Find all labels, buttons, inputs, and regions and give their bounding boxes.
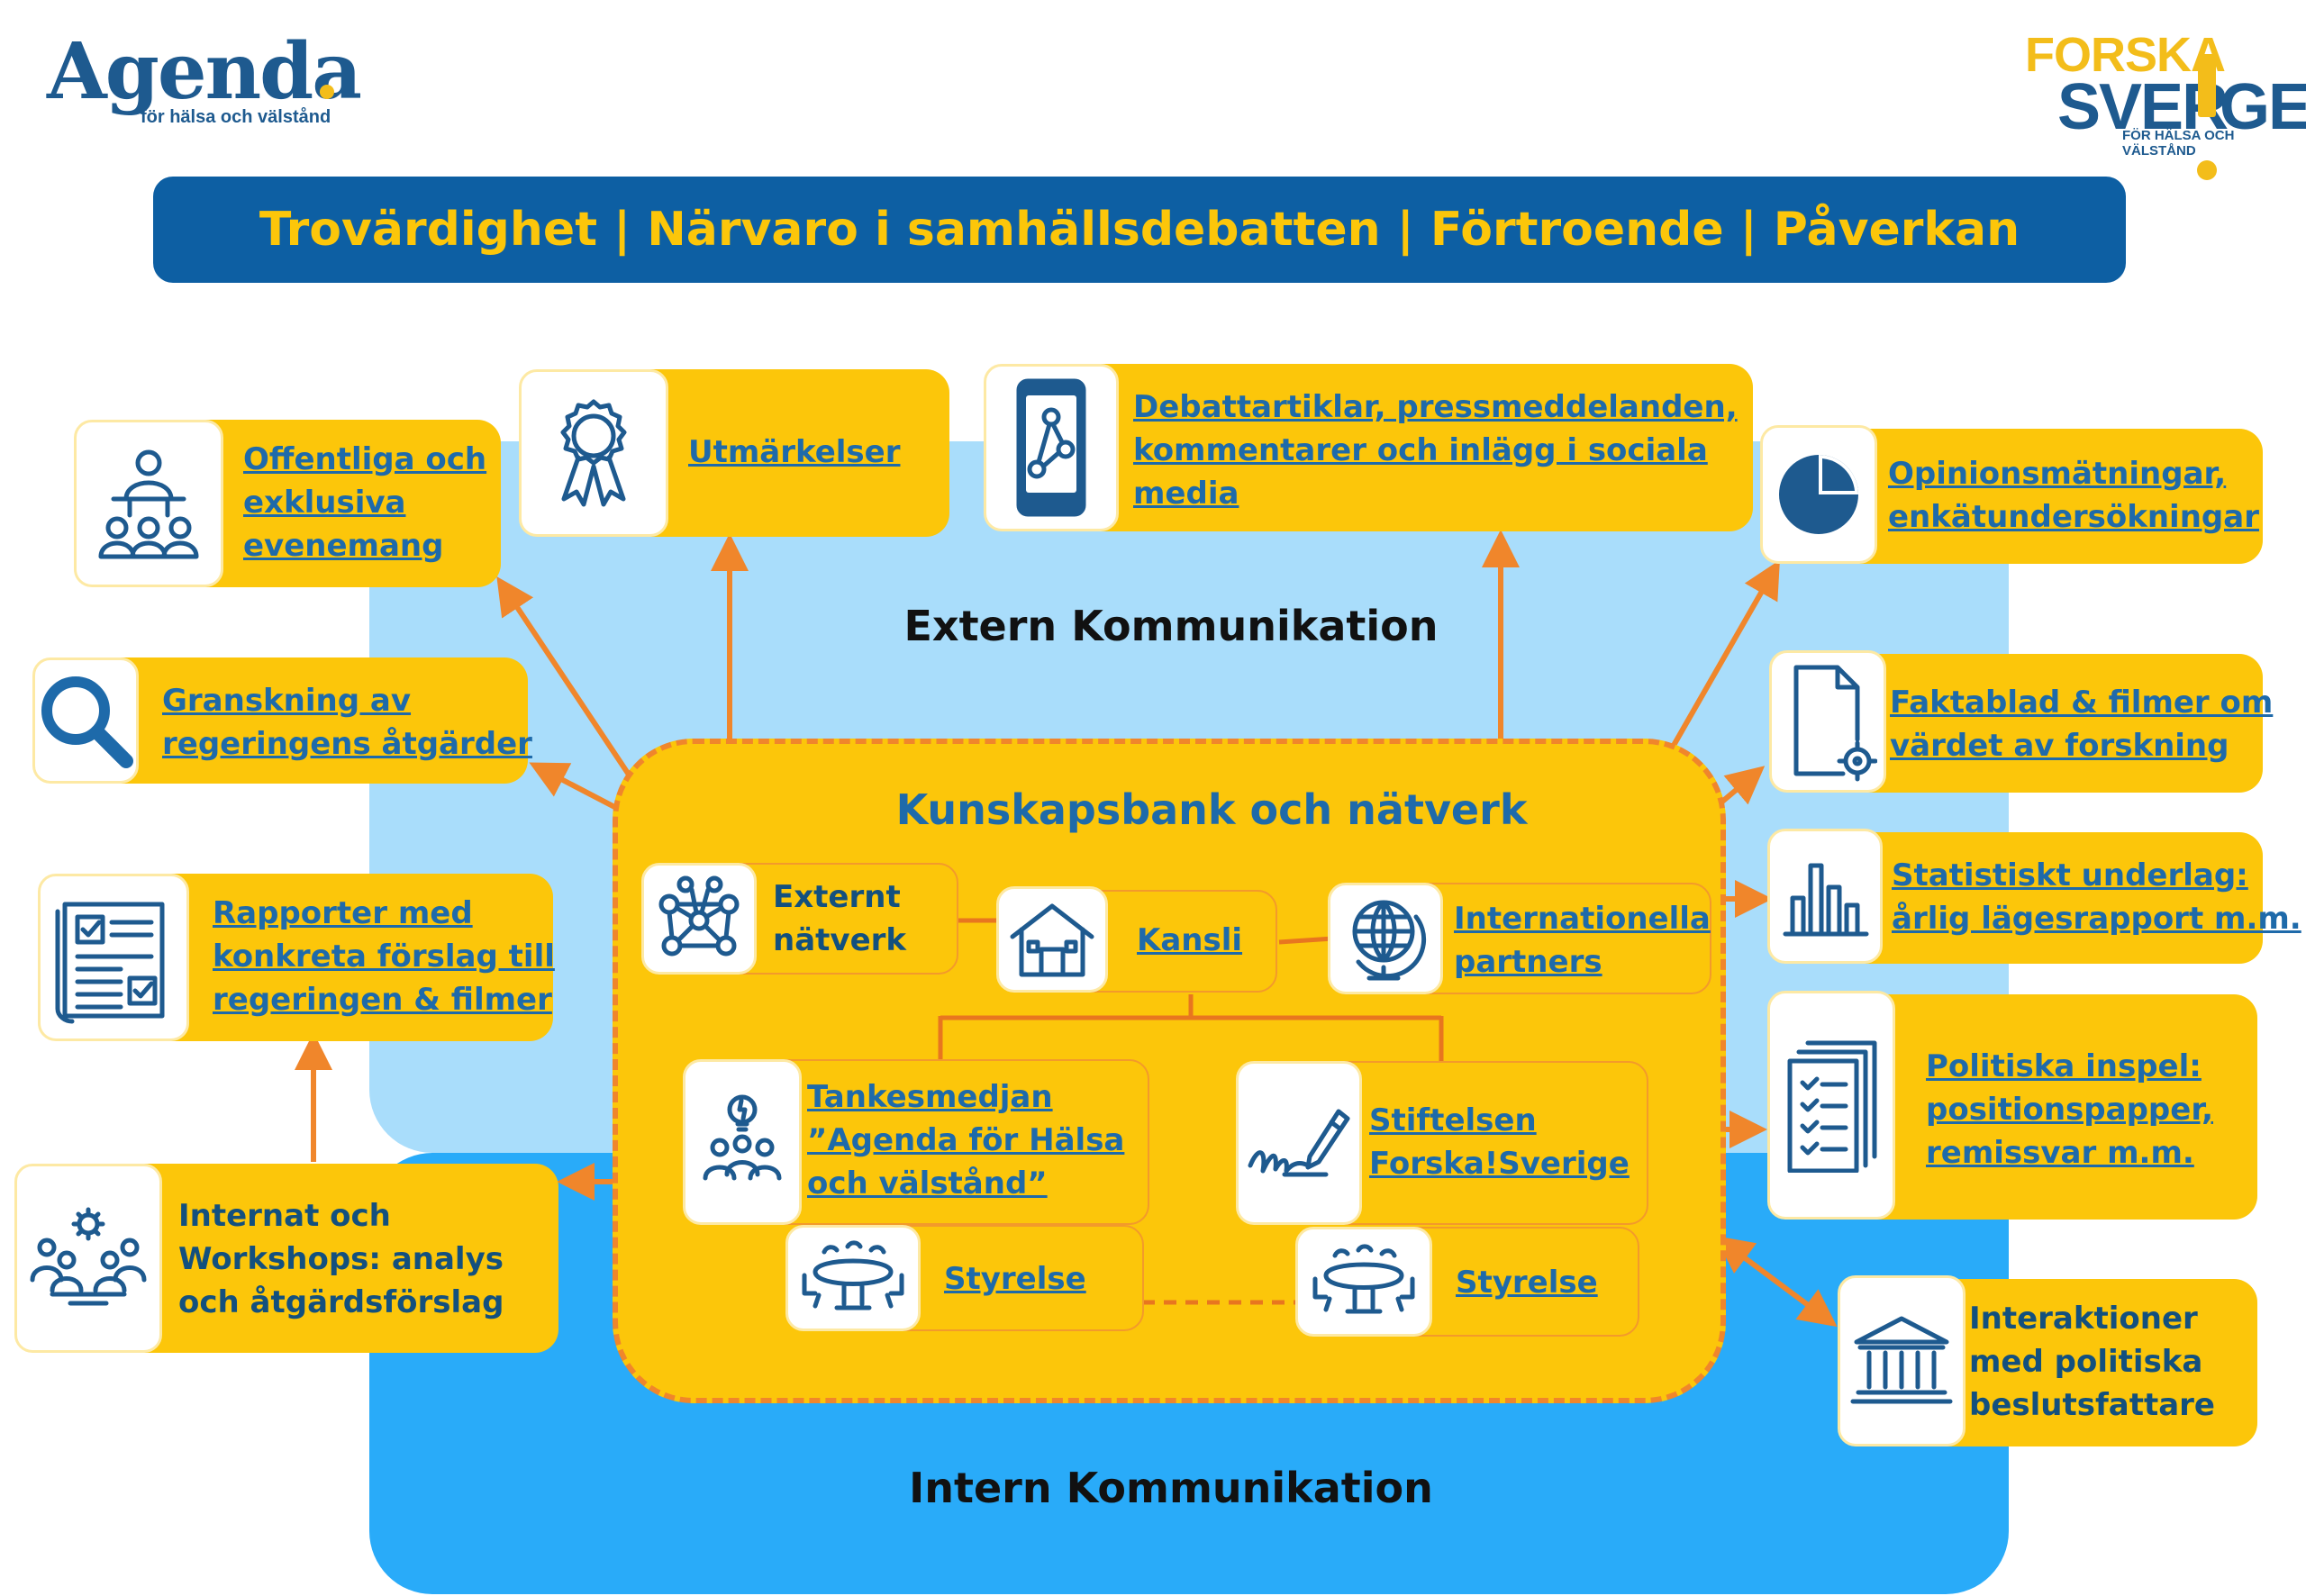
institution-icon <box>1850 1316 1953 1404</box>
extern-zone-label: Extern Kommunikation <box>903 602 1439 650</box>
pie-chart-icon <box>1779 455 1858 534</box>
node-stiftelsen-label[interactable]: Stiftelsen Forska!Sverige <box>1369 1102 1630 1182</box>
output-statistik-icon-box <box>1767 829 1883 964</box>
output-politiska-icon-box <box>1767 991 1895 1220</box>
output-utmarkelser-label[interactable]: Utmärkelser <box>688 434 901 470</box>
agenda-logo: Agenda . för hälsa och välstånd <box>47 26 362 131</box>
presenter-icon <box>98 449 199 559</box>
output-interaktioner-icon-box <box>1838 1275 1966 1446</box>
arrow-to-opinion <box>1666 559 1780 757</box>
signature-icon <box>1248 1109 1350 1177</box>
output-faktablad-icon-box <box>1769 650 1886 793</box>
node-styrelse-left-icon-box <box>785 1225 921 1331</box>
documents-checklist-icon <box>1787 1040 1877 1173</box>
phone-network-icon <box>1016 378 1086 517</box>
node-internationella-icon-box <box>1328 883 1443 994</box>
node-styrelse-right-label[interactable]: Styrelse <box>1456 1265 1598 1301</box>
team-gear-icon <box>30 1207 147 1306</box>
node-styrelse-left-label[interactable]: Styrelse <box>944 1261 1086 1297</box>
output-offentliga-label[interactable]: Offentliga och exklusiva evenemang <box>243 441 487 564</box>
output-granskning-icon-box <box>32 657 139 784</box>
output-internat-icon-box <box>14 1164 162 1353</box>
report-checklist-icon <box>55 902 165 1024</box>
agenda-logo-tagline: för hälsa och välstånd <box>141 107 331 127</box>
output-interaktioner-label: Interaktioner med politiska beslutsfatta… <box>1969 1301 2215 1423</box>
output-debatt-label[interactable]: Debattartiklar, pressmeddelanden, kommen… <box>1133 389 1738 512</box>
arrow-to-offentliga <box>496 576 635 782</box>
intern-zone-label: Intern Kommunikation <box>909 1464 1433 1512</box>
output-granskning-label[interactable]: Granskning av regeringens åtgärder <box>162 683 532 762</box>
forska-logo-line2b: GE <box>2220 71 2306 143</box>
magnifier-icon <box>41 676 133 768</box>
house-icon <box>1010 903 1094 977</box>
boardroom-icon <box>1312 1244 1415 1314</box>
output-statistik-label[interactable]: Statistiskt underlag: årlig lägesrapport… <box>1892 857 2301 937</box>
node-externt-label: Externt nätverk <box>773 879 907 958</box>
network-nodes-icon <box>658 875 740 957</box>
output-debatt-icon-box <box>984 364 1119 531</box>
exclamation-icon <box>2197 54 2217 180</box>
node-externt-icon-box <box>641 863 757 975</box>
forska-logo-tagline: FÖR HÄLSA OCH VÄLSTÅND <box>2122 128 2235 159</box>
document-target-icon <box>1793 665 1877 782</box>
node-kansli-icon-box <box>996 886 1108 993</box>
output-offentliga-icon-box <box>74 420 223 587</box>
output-opinion-label[interactable]: Opinionsmätningar, enkätundersökningar <box>1888 456 2259 535</box>
values-banner: Trovärdighet | Närvaro i samhällsdebatte… <box>153 177 2126 283</box>
output-rapporter-label[interactable]: Rapporter med konkreta förslag till rege… <box>213 895 555 1018</box>
node-internationella-label[interactable]: Internationella partners <box>1454 901 1711 980</box>
node-tankesmedjan-label[interactable]: Tankesmedjan ”Agenda för Hälsa och välst… <box>807 1079 1125 1202</box>
arrow-to-granskning <box>529 762 623 813</box>
arrow-interaktioner <box>1714 1236 1838 1328</box>
node-styrelse-right-icon-box <box>1295 1227 1432 1337</box>
node-kansli-label[interactable]: Kansli <box>1137 922 1243 958</box>
agenda-logo-dot: . <box>313 26 340 117</box>
forska-logo-line1: FORSKA <box>2025 28 2226 82</box>
output-rapporter-icon-box <box>38 874 189 1041</box>
output-politiska-label[interactable]: Politiska inspel: positionspapper, remis… <box>1926 1048 2213 1171</box>
bar-chart-icon <box>1783 863 1869 937</box>
output-faktablad-label[interactable]: Faktablad & filmer om värdet av forsknin… <box>1890 685 2274 764</box>
output-internat-label: Internat och Workshops: analys och åtgär… <box>178 1198 504 1320</box>
boardroom-icon <box>802 1240 904 1310</box>
banner-text: Trovärdighet | Närvaro i samhällsdebatte… <box>259 203 2020 257</box>
node-tankesmedjan-icon-box <box>683 1059 802 1225</box>
agenda-logo-name: Agenda <box>47 26 362 117</box>
forska-sverige-logo: FORSKA SVER GE FÖR HÄLSA OCH VÄLSTÅND <box>2021 27 2306 180</box>
output-opinion-icon-box <box>1760 425 1877 564</box>
node-stiftelsen-icon-box <box>1236 1061 1362 1225</box>
hub-title: Kunskapsbank och nätverk <box>895 785 1528 834</box>
output-utmarkelser-icon-box <box>519 369 668 537</box>
globe-icon <box>1352 900 1427 981</box>
team-idea-icon <box>703 1094 782 1181</box>
ribbon-icon <box>560 399 627 507</box>
